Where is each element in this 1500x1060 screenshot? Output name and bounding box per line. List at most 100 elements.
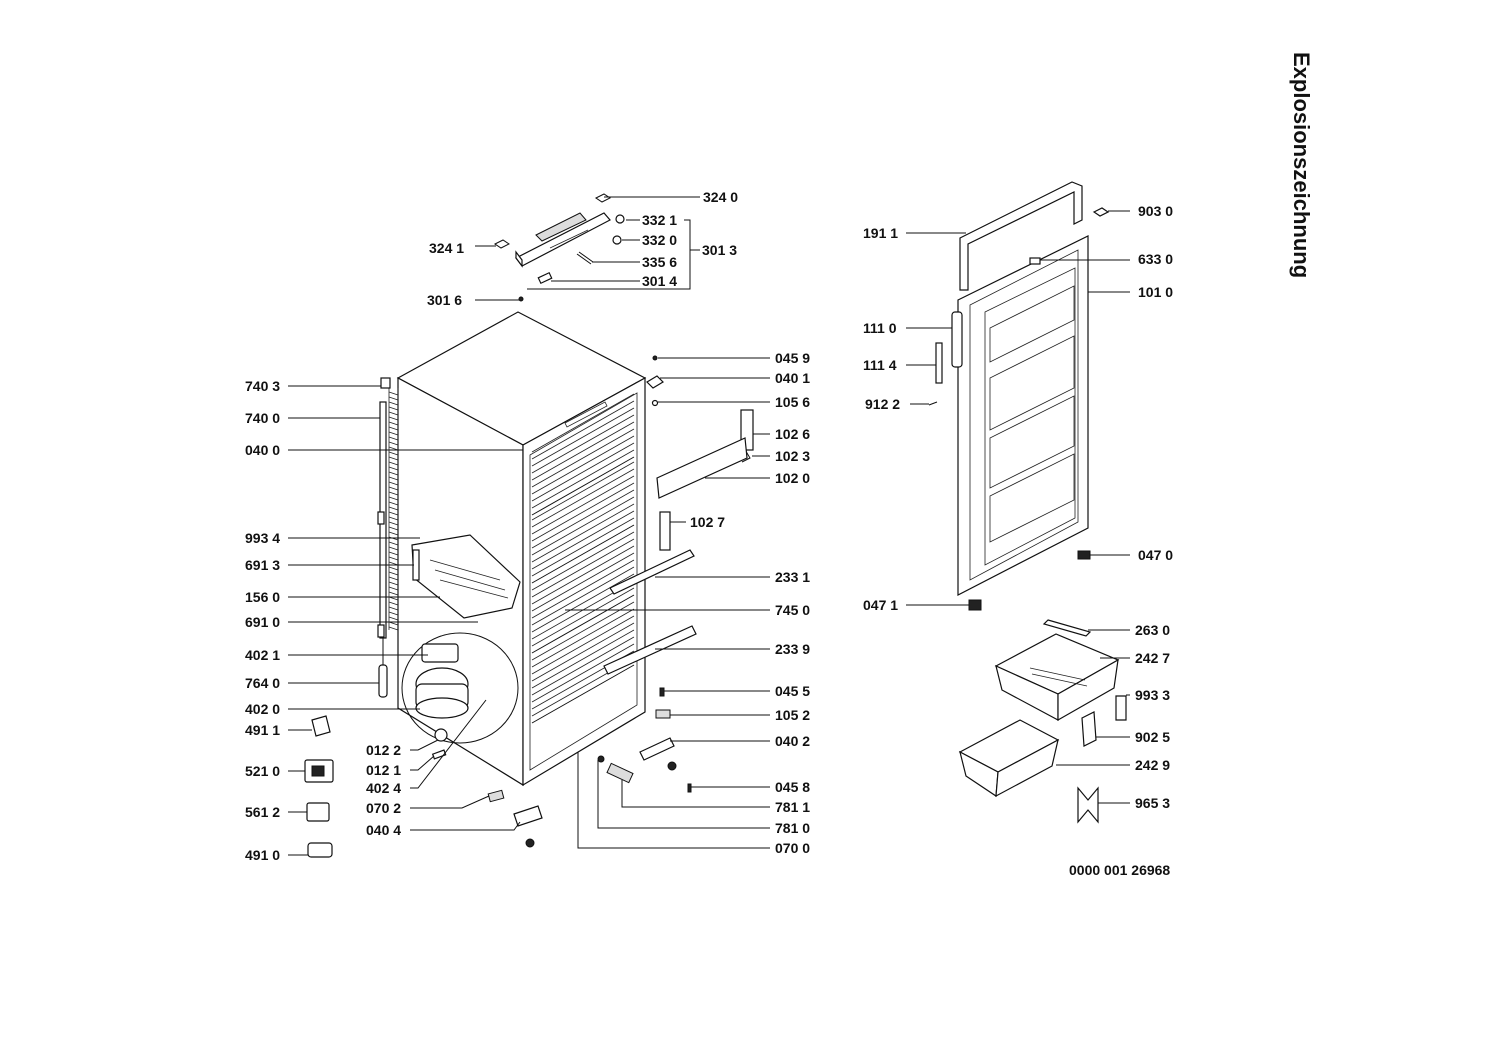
part-label: 691 0 bbox=[245, 614, 281, 630]
hatch-line bbox=[388, 441, 399, 446]
hatch-line bbox=[388, 506, 399, 511]
shelf-wire bbox=[531, 428, 635, 488]
shelf-wire bbox=[531, 601, 635, 661]
door-bin bbox=[989, 285, 1075, 363]
shelf-wire bbox=[531, 496, 635, 556]
shelf-wire bbox=[531, 421, 635, 481]
hatch-line bbox=[388, 581, 399, 586]
part-label: 047 1 bbox=[863, 597, 899, 613]
part-label: 242 9 bbox=[1135, 757, 1171, 773]
part-label: 301 3 bbox=[702, 242, 738, 258]
shelf-wire bbox=[531, 449, 635, 509]
part-label: 242 7 bbox=[1135, 650, 1171, 666]
part-label: 045 8 bbox=[775, 779, 811, 795]
hatch-line bbox=[388, 481, 399, 486]
shelf-wire bbox=[531, 559, 635, 619]
shelf-wire bbox=[531, 414, 635, 474]
hatch-line bbox=[388, 551, 399, 556]
hatch-line bbox=[388, 591, 399, 596]
hatch-line bbox=[388, 606, 399, 611]
shelf-wire bbox=[531, 573, 635, 633]
hatch-line bbox=[388, 521, 399, 526]
part-label: 912 2 bbox=[865, 396, 901, 412]
shelf-wire bbox=[531, 442, 635, 502]
hatch-line bbox=[388, 451, 399, 456]
shelf-wire bbox=[531, 489, 635, 549]
hatch-line bbox=[388, 526, 399, 531]
hatch-line bbox=[388, 556, 399, 561]
part-label: 402 1 bbox=[245, 647, 281, 663]
part-label: 191 1 bbox=[863, 225, 899, 241]
hatch-line bbox=[388, 406, 399, 411]
drawers bbox=[958, 619, 1127, 824]
part-label: 105 2 bbox=[775, 707, 811, 723]
part-label: 070 2 bbox=[366, 800, 402, 816]
part-label: 040 1 bbox=[775, 370, 811, 386]
part-label: 111 0 bbox=[863, 320, 897, 336]
part-label: 993 4 bbox=[245, 530, 281, 546]
part-label: 045 9 bbox=[775, 350, 811, 366]
hatch-line bbox=[388, 501, 399, 506]
shelf-edge bbox=[531, 524, 635, 584]
shelf-wire bbox=[531, 566, 635, 626]
drawing-number: 0000 001 26968 bbox=[1069, 862, 1171, 878]
hatch-line bbox=[388, 431, 399, 436]
part-label: 691 3 bbox=[245, 557, 281, 573]
shelf-wire bbox=[531, 538, 635, 598]
hatch-line bbox=[388, 511, 399, 516]
control-panel bbox=[494, 193, 625, 302]
part-label: 491 1 bbox=[245, 722, 281, 738]
hatch-line bbox=[388, 486, 399, 491]
shelf-wire bbox=[531, 629, 635, 689]
part-label: 521 0 bbox=[245, 763, 281, 779]
shelf-edge bbox=[531, 594, 635, 654]
part-label: 101 0 bbox=[1138, 284, 1174, 300]
hatch-line bbox=[388, 476, 399, 481]
side-wall-hatching bbox=[388, 391, 399, 631]
part-label: 781 0 bbox=[775, 820, 811, 836]
part-label: 633 0 bbox=[1138, 251, 1174, 267]
door-bin bbox=[989, 335, 1075, 431]
part-label: 233 1 bbox=[775, 569, 811, 585]
shelf-wire bbox=[531, 503, 635, 563]
shelf-wire bbox=[531, 531, 635, 591]
shelf-wire bbox=[531, 517, 635, 577]
part-label: 105 6 bbox=[775, 394, 811, 410]
part-label: 324 1 bbox=[429, 240, 465, 256]
part-label: 324 0 bbox=[703, 189, 739, 205]
hatch-line bbox=[388, 496, 399, 501]
shelf-wire bbox=[531, 475, 635, 535]
part-label: 993 3 bbox=[1135, 687, 1171, 703]
part-label: 965 3 bbox=[1135, 795, 1171, 811]
shelf-wire bbox=[531, 615, 635, 675]
hatch-line bbox=[388, 491, 399, 496]
hatch-line bbox=[388, 541, 399, 546]
part-label: 561 2 bbox=[245, 804, 281, 820]
hatch-line bbox=[388, 586, 399, 591]
hatch-line bbox=[388, 546, 399, 551]
part-label: 102 7 bbox=[690, 514, 726, 530]
right-parts bbox=[597, 355, 754, 793]
shelf-wire bbox=[531, 636, 635, 696]
part-label: 102 0 bbox=[775, 470, 811, 486]
leader-lines bbox=[288, 196, 1130, 856]
part-label: 040 2 bbox=[775, 733, 811, 749]
part-label: 745 0 bbox=[775, 602, 811, 618]
shelf-wire bbox=[531, 468, 635, 528]
hatch-line bbox=[388, 426, 399, 431]
hatch-line bbox=[388, 416, 399, 421]
part-label: 740 0 bbox=[245, 410, 281, 426]
hatch-line bbox=[388, 456, 399, 461]
hatch-line bbox=[388, 516, 399, 521]
hatch-line bbox=[388, 576, 399, 581]
part-label: 045 5 bbox=[775, 683, 811, 699]
part-label: 902 5 bbox=[1135, 729, 1171, 745]
hatch-line bbox=[388, 616, 399, 621]
shelf-wire bbox=[531, 482, 635, 542]
hatch-line bbox=[388, 436, 399, 441]
shelf-wire bbox=[531, 400, 635, 460]
shelf-wire bbox=[531, 643, 635, 703]
part-label: 102 3 bbox=[775, 448, 811, 464]
part-label: 040 0 bbox=[245, 442, 281, 458]
door-bin bbox=[989, 453, 1075, 543]
